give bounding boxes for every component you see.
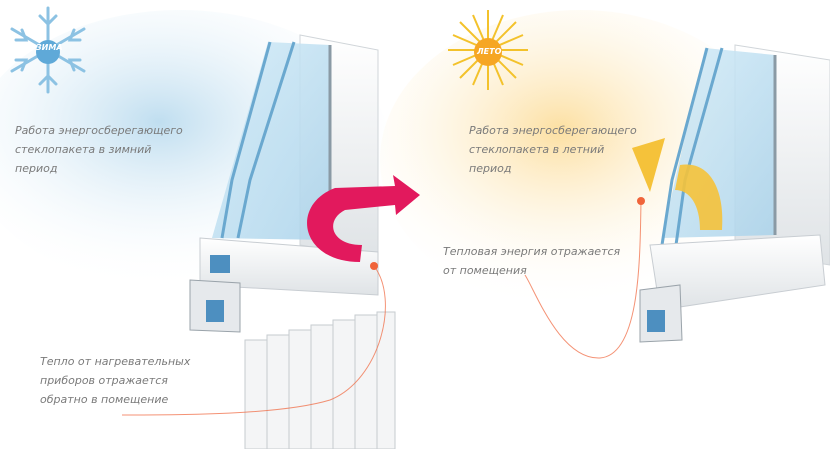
summer-title: Работа энергосберегающего стеклопакета в…	[469, 124, 637, 175]
winter-radiator-note: Тепло от нагревательных приборов отражае…	[40, 355, 191, 406]
snowflake-icon	[10, 6, 86, 94]
summer-heat-note: Тепловая энергия отражается от помещения	[443, 245, 621, 277]
winter-badge: ЗИМА	[36, 43, 63, 52]
sun-reflect-arrow	[632, 138, 723, 230]
winter-title: Работа энергосберегающего стеклопакета в…	[15, 124, 183, 175]
sun-icon	[448, 10, 528, 90]
radiator	[244, 311, 396, 449]
winter-pointer-line	[121, 262, 386, 416]
summer-badge: ЛЕТО	[477, 47, 502, 56]
summer-pointer-line	[524, 197, 645, 359]
heat-reflect-arrow	[307, 175, 420, 262]
